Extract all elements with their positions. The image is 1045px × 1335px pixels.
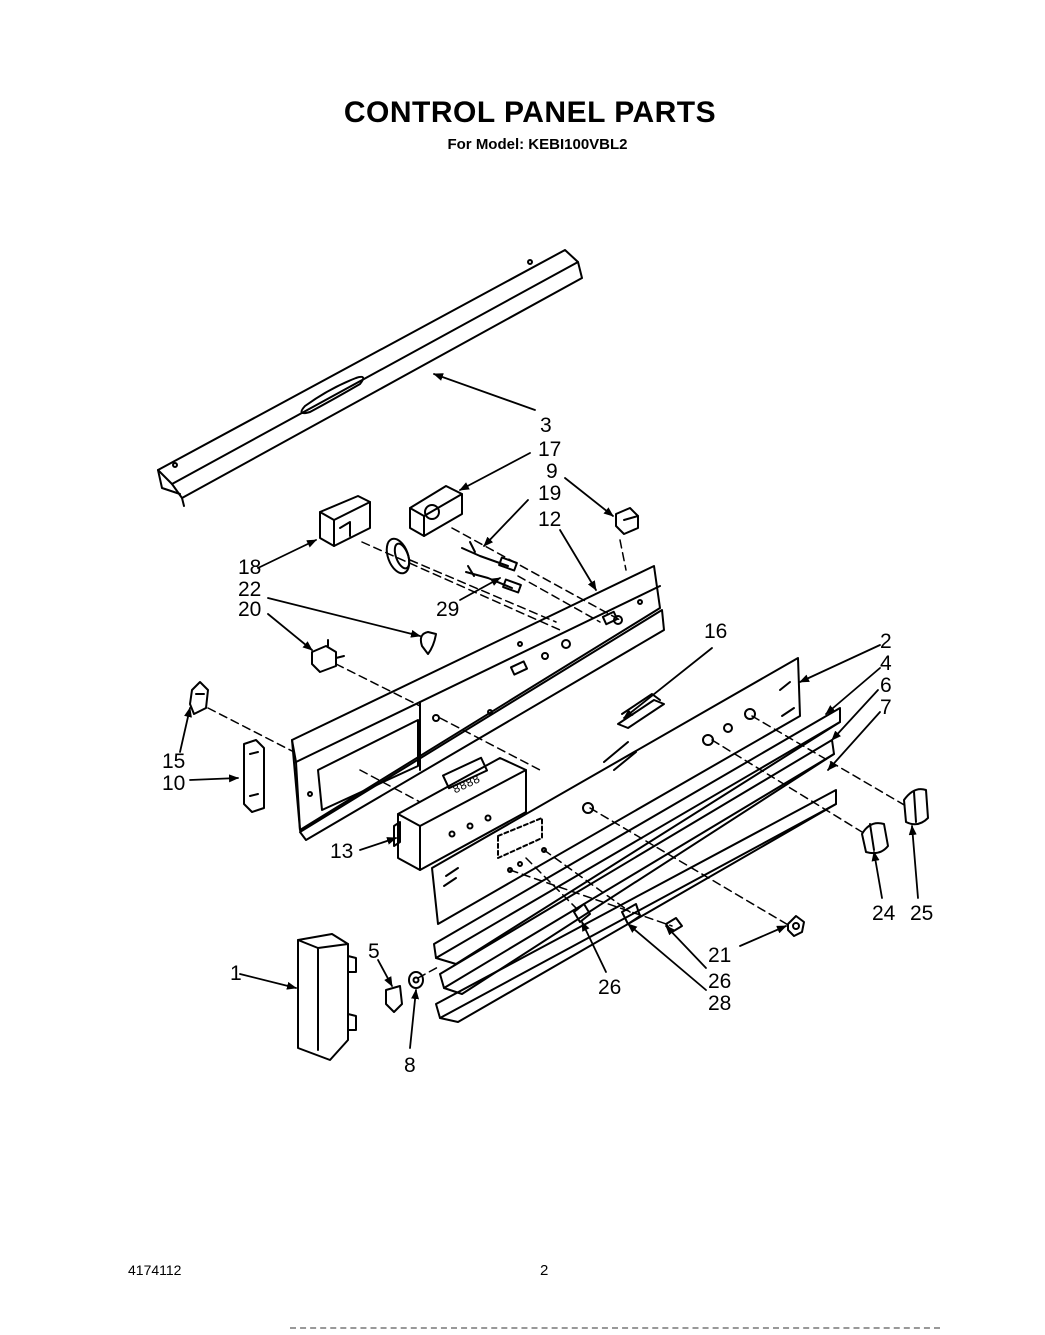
- fastener-28: [621, 903, 641, 925]
- fastener-26: [573, 903, 591, 923]
- callout-12: 12: [538, 508, 561, 531]
- callout-6: 6: [880, 674, 892, 697]
- callout-2: 2: [880, 630, 892, 653]
- callout-19: 19: [538, 482, 561, 505]
- part-17-relay: [409, 485, 463, 537]
- callout-26-left: 26: [598, 976, 621, 999]
- part-15-clip: [189, 681, 209, 715]
- nut-21: [787, 915, 805, 937]
- callout-3: 3: [540, 414, 552, 437]
- scan-artifact-line: [290, 1327, 940, 1329]
- electronic-display-module: [393, 756, 527, 871]
- part-1-end-cap: [297, 933, 357, 1061]
- wire-harness: [461, 541, 522, 594]
- display-readout: 8888: [451, 772, 483, 797]
- main-control-panel: [291, 565, 665, 841]
- model-subtitle: For Model: KEBI100VBL2: [447, 136, 628, 153]
- callout-18: 18: [238, 556, 261, 579]
- callout-15: 15: [162, 750, 185, 773]
- part-10-bracket: [243, 739, 265, 813]
- glass-panel: [431, 657, 801, 925]
- assembly-lines: [207, 527, 907, 979]
- page-title: CONTROL PANEL PARTS: [343, 96, 717, 129]
- callout-10: 10: [162, 772, 185, 795]
- part-8-washer: [408, 971, 424, 989]
- callout-labels: 3 17 9 19 12 18 22 20 29 16 2 4 6 7 15 1…: [162, 414, 933, 1077]
- trim-strip-6: [439, 739, 835, 995]
- part-ring: [385, 537, 411, 575]
- fastener-26b: [665, 917, 683, 933]
- callout-21: 21: [708, 944, 731, 967]
- callout-7: 7: [880, 696, 892, 719]
- callout-25: 25: [910, 902, 933, 925]
- part-20-switch: [311, 639, 345, 673]
- callout-28: 28: [708, 992, 731, 1015]
- callout-22: 22: [238, 578, 261, 601]
- part-22-clip: [419, 631, 437, 655]
- part-5-bracket: [385, 985, 403, 1013]
- callout-16: 16: [704, 620, 727, 643]
- page-number: 2: [540, 1262, 549, 1279]
- knob-24: [861, 822, 889, 855]
- callout-9: 9: [546, 460, 558, 483]
- callout-29: 29: [436, 598, 459, 621]
- part-18-module: [319, 495, 371, 547]
- callout-5: 5: [368, 940, 380, 963]
- callout-26-right: 26: [708, 970, 731, 993]
- callout-13: 13: [330, 840, 353, 863]
- callout-20: 20: [238, 598, 261, 621]
- part-9-connector: [615, 507, 639, 535]
- part-16-lamp: [617, 693, 665, 729]
- trim-strip-7: [435, 789, 837, 1023]
- callout-24: 24: [872, 902, 896, 925]
- top-mounting-bar: [157, 249, 583, 507]
- callout-arrows: [179, 373, 919, 1049]
- callout-8: 8: [404, 1054, 416, 1077]
- callout-1: 1: [230, 962, 242, 985]
- document-number: 4174112: [128, 1262, 182, 1278]
- callout-4: 4: [880, 652, 892, 675]
- knob-25: [903, 788, 929, 826]
- callout-17: 17: [538, 438, 561, 461]
